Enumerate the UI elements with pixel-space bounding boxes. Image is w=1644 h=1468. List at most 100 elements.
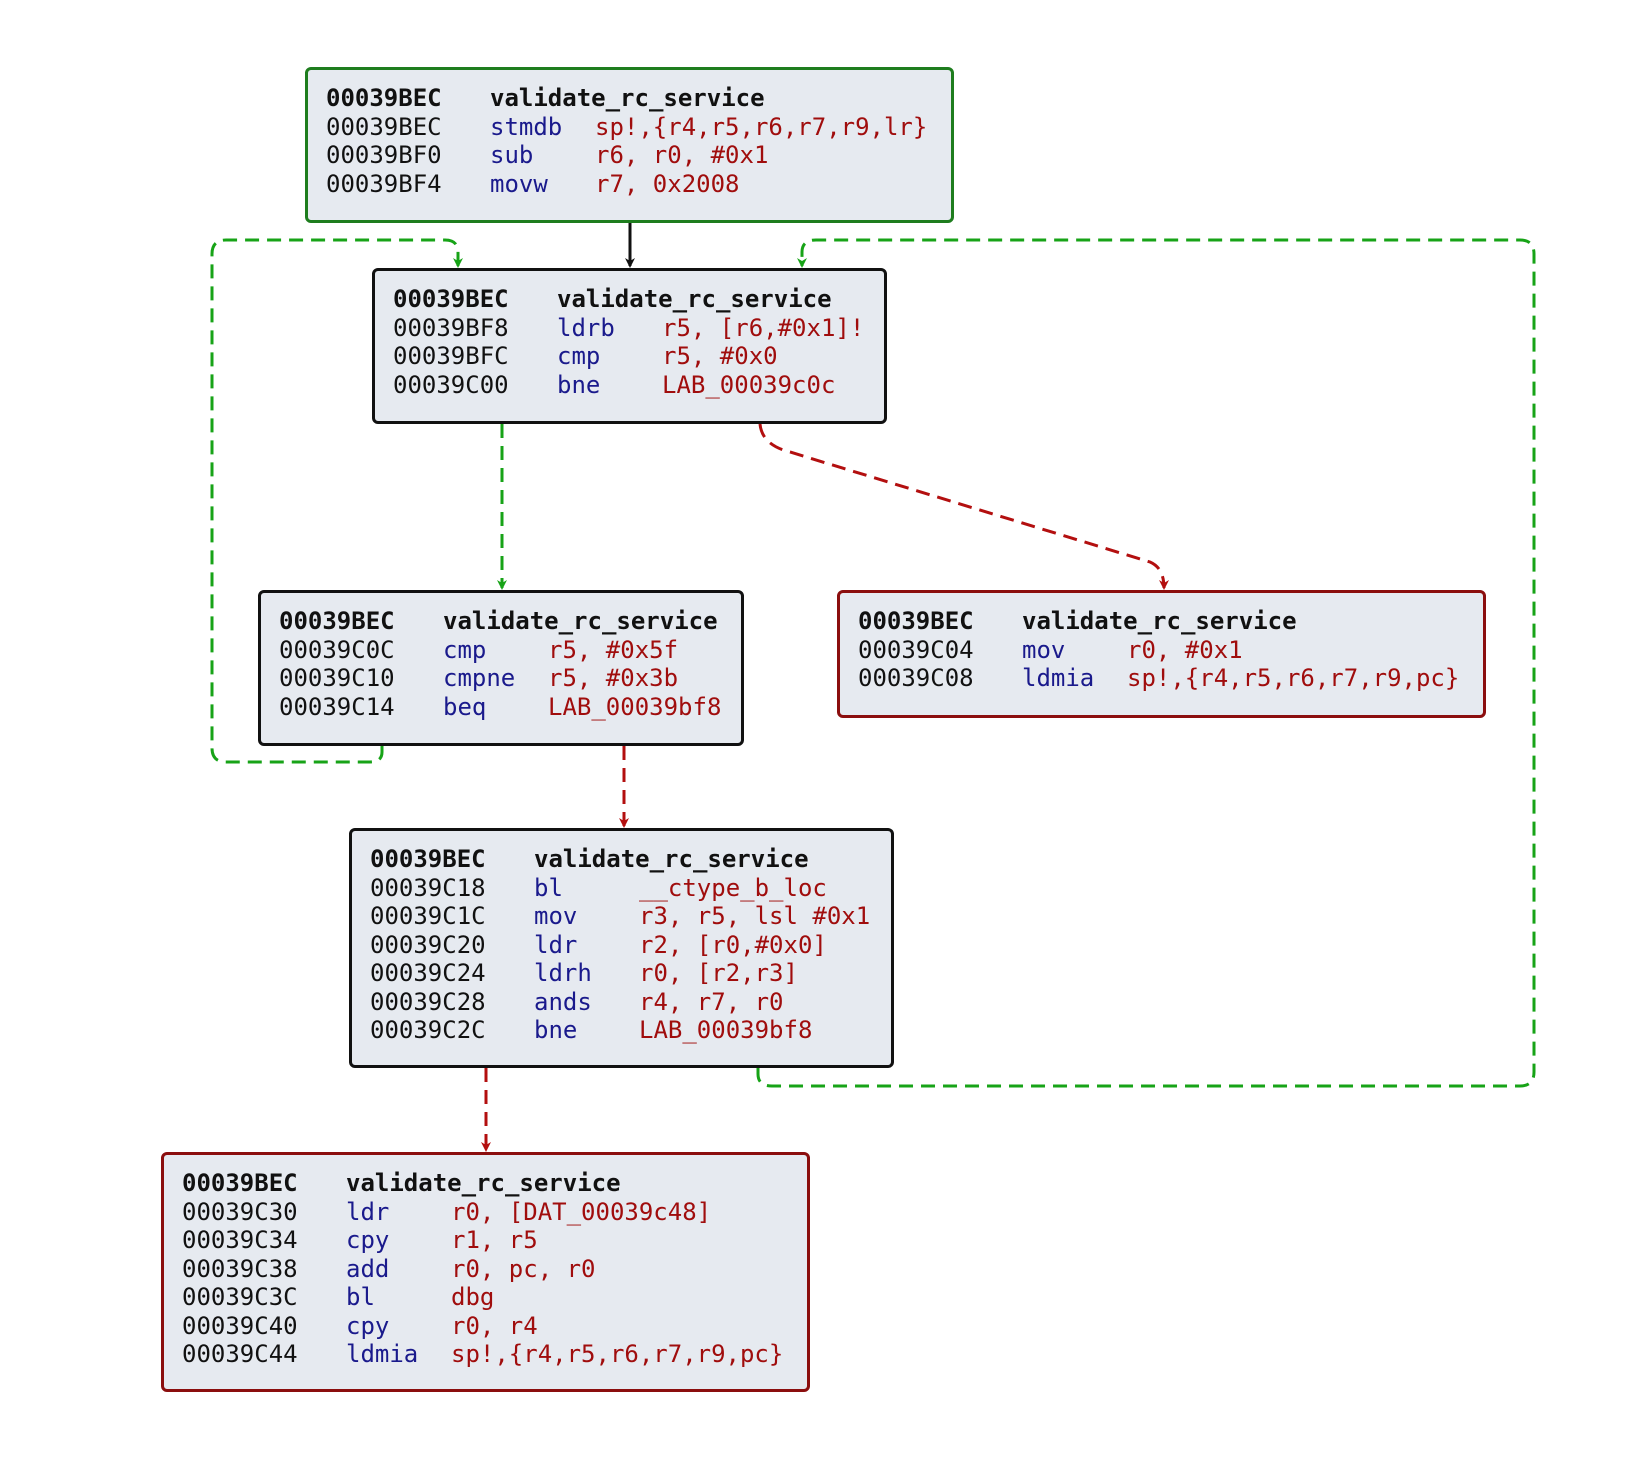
instruction-operands: r6, r0, #0x1 [595, 141, 769, 169]
instruction-mnemonic: bl [346, 1283, 375, 1311]
instruction-mnemonic: ands [534, 987, 592, 1016]
instruction-row[interactable]: 00039C30 ldr r0, [DAT_00039c48] [182, 1198, 807, 1227]
instruction-address: 00039C34 [182, 1226, 298, 1254]
instruction-row[interactable]: 00039C18 bl __ctype_b_loc [370, 874, 891, 903]
instruction-mnemonic: bne [534, 1016, 578, 1044]
instruction-mnemonic: ldrh [534, 959, 592, 987]
instruction-row[interactable]: 00039C00 bne LAB_00039c0c [393, 371, 884, 400]
instruction-address: 00039C14 [279, 692, 395, 721]
instruction-mnemonic: bl [534, 873, 563, 902]
block-header: 00039BEC validate_rc_service [370, 845, 891, 874]
instruction-operands: r0, r4 [451, 1311, 538, 1340]
instruction-mnemonic: ldr [346, 1197, 390, 1226]
instruction-mnemonic: cpy [346, 1226, 390, 1254]
loop-head-block[interactable]: 00039BEC validate_rc_service 00039BF8 ldrb r… [372, 268, 887, 424]
instruction-address: 00039C10 [279, 664, 395, 692]
instruction-address: 00039BEC [326, 112, 442, 141]
instruction-mnemonic: cmp [443, 635, 487, 664]
instruction-operands: sp!,{r4,r5,r6,r7,r9,lr} [595, 112, 928, 141]
ctype-check-block[interactable]: 00039BEC validate_rc_service 00039C18 bl __c… [349, 828, 894, 1068]
instruction-mnemonic: cpy [346, 1311, 390, 1340]
instruction-mnemonic: add [346, 1254, 390, 1283]
instruction-address: 00039BF4 [326, 169, 442, 198]
instruction-address: 00039C20 [370, 930, 486, 959]
instruction-address: 00039C44 [182, 1340, 298, 1368]
instruction-row[interactable]: 00039BF0 sub r6, r0, #0x1 [326, 141, 951, 170]
instruction-operands: LAB_00039c0c [662, 370, 836, 399]
block-header: 00039BEC validate_rc_service [279, 607, 741, 636]
instruction-address: 00039C30 [182, 1197, 298, 1226]
header-address: 00039BEC [326, 84, 442, 112]
header-address: 00039BEC [182, 1169, 298, 1197]
instruction-mnemonic: movw [490, 169, 548, 198]
edge-char-check-back-to-loop-head [210, 238, 463, 764]
instruction-address: 00039C2C [370, 1016, 486, 1044]
instruction-operands: sp!,{r4,r5,r6,r7,r9,pc} [1127, 664, 1460, 692]
header-address: 00039BEC [279, 607, 395, 635]
instruction-row[interactable]: 00039BF8 ldrb r5, [r6,#0x1]! [393, 314, 884, 343]
instruction-row[interactable]: 00039BF4 movw r7, 0x2008 [326, 170, 951, 199]
instruction-row[interactable]: 00039C38 add r0, pc, r0 [182, 1255, 807, 1284]
instruction-row[interactable]: 00039C44 ldmia sp!,{r4,r5,r6,r7,r9,pc} [182, 1340, 807, 1369]
instruction-address: 00039C38 [182, 1254, 298, 1283]
header-address: 00039BEC [370, 845, 486, 873]
instruction-address: 00039BF0 [326, 141, 442, 169]
instruction-mnemonic: bne [557, 370, 601, 399]
instruction-operands: r5, #0x5f [548, 635, 679, 664]
instruction-operands: r0, [DAT_00039c48] [451, 1197, 712, 1226]
header-address: 00039BEC [858, 607, 974, 635]
header-function-name: validate_rc_service [443, 607, 718, 635]
instruction-row[interactable]: 00039C40 cpy r0, r4 [182, 1312, 807, 1341]
instruction-mnemonic: sub [490, 141, 534, 169]
instruction-row[interactable]: 00039C08 ldmia sp!,{r4,r5,r6,r7,r9,pc} [858, 664, 1483, 693]
instruction-address: 00039C04 [858, 635, 974, 664]
block-header: 00039BEC validate_rc_service [393, 285, 884, 314]
header-function-name: validate_rc_service [346, 1169, 621, 1197]
header-function-name: validate_rc_service [490, 84, 765, 112]
instruction-operands: r2, [r0,#0x0] [639, 930, 827, 959]
edge-loop-head-to-return-one [758, 423, 1169, 590]
instruction-operands: r0, #0x1 [1127, 635, 1243, 664]
header-address: 00039BEC [393, 285, 509, 313]
instruction-mnemonic: ldmia [1022, 664, 1095, 692]
instruction-operands: __ctype_b_loc [639, 873, 827, 902]
instruction-operands: r5, #0x3b [548, 664, 679, 692]
block-header: 00039BEC validate_rc_service [182, 1169, 807, 1198]
instruction-mnemonic: ldmia [346, 1340, 419, 1368]
instruction-address: 00039BF8 [393, 313, 509, 342]
header-function-name: validate_rc_service [557, 285, 832, 313]
instruction-address: 00039C08 [858, 664, 974, 692]
debug-exit-block[interactable]: 00039BEC validate_rc_service 00039C30 ldr r0… [161, 1152, 810, 1392]
instruction-operands: r4, r7, r0 [639, 987, 784, 1016]
instruction-address: 00039C18 [370, 873, 486, 902]
instruction-operands: r5, #0x0 [662, 342, 778, 370]
instruction-operands: r0, [r2,r3] [639, 959, 798, 987]
instruction-operands: r5, [r6,#0x1]! [662, 313, 865, 342]
instruction-operands: r0, pc, r0 [451, 1254, 596, 1283]
header-function-name: validate_rc_service [534, 845, 809, 873]
instruction-mnemonic: mov [534, 902, 578, 930]
instruction-address: 00039C00 [393, 370, 509, 399]
instruction-operands: r7, 0x2008 [595, 169, 740, 198]
instruction-operands: sp!,{r4,r5,r6,r7,r9,pc} [451, 1340, 784, 1368]
instruction-address: 00039C40 [182, 1311, 298, 1340]
instruction-mnemonic: ldrb [557, 313, 615, 342]
